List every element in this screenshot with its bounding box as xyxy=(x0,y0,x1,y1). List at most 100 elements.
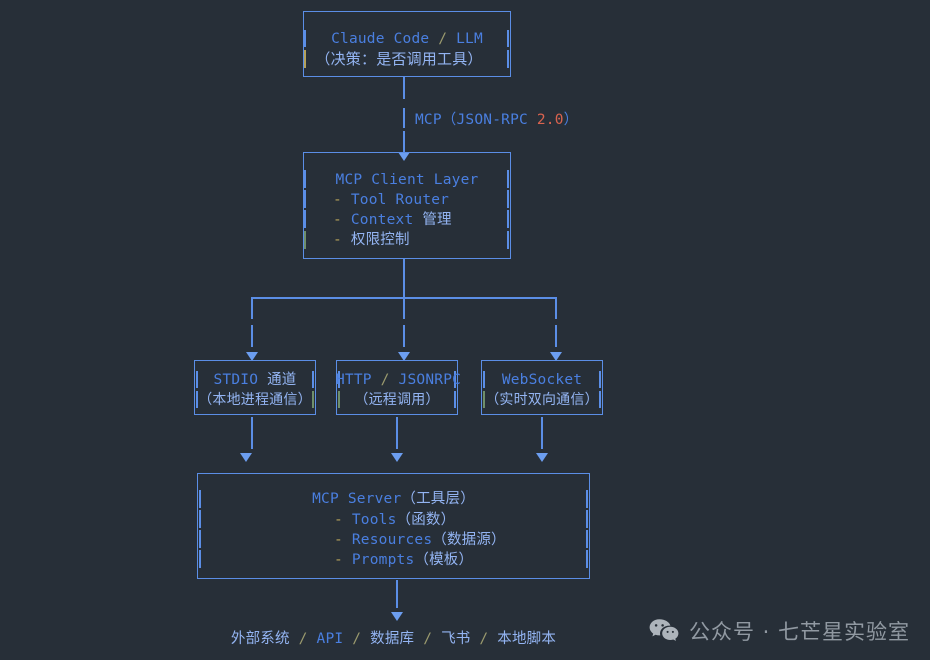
http-subtitle: （远程调用） xyxy=(354,392,440,408)
node-llm-pipe-right-1 xyxy=(507,30,509,47)
server-item-2: - Prompts（模板） xyxy=(334,550,473,570)
external-part-1: API xyxy=(316,631,344,647)
http-title-sep: / xyxy=(380,372,390,388)
server-item-0: - Tools（函数） xyxy=(334,510,455,530)
external-part-3: 飞书 xyxy=(441,631,471,647)
node-llm-subtitle: （决策：是否调用工具） xyxy=(315,50,483,68)
server-item-0-cjk: （函数） xyxy=(396,512,456,528)
stdio-pipe-l1 xyxy=(196,371,198,388)
http-title: HTTP / JSONRPC xyxy=(336,370,461,390)
server-pipe-r1 xyxy=(586,490,588,508)
node-claude-code-llm xyxy=(303,11,511,77)
stdio-pipe-l2 xyxy=(196,391,198,408)
server-title-en: MCP Server xyxy=(312,491,402,507)
fanout-drop-right-a xyxy=(555,297,557,319)
server-item-2-label: Prompts xyxy=(351,552,415,568)
external-part-4: 本地脚本 xyxy=(497,631,557,647)
watermark: 公众号 · 七芒星实验室 xyxy=(649,616,910,646)
server-pipe-r4 xyxy=(586,550,588,568)
server-item-0-bullet: - xyxy=(334,512,343,528)
ws-title: WebSocket xyxy=(501,372,583,388)
protocol-label-suffix: ） xyxy=(563,112,579,128)
server-pipe-l4 xyxy=(199,550,201,568)
stdio-pipe-r1 xyxy=(312,371,314,388)
connector-llm-to-client-seg3 xyxy=(403,131,405,153)
client-pipe-l4 xyxy=(304,231,306,249)
server-item-2-bullet: - xyxy=(334,552,343,568)
stdio-subtitle: （本地进程通信） xyxy=(198,392,312,408)
external-systems: 外部系统 / API / 数据库 / 飞书 / 本地脚本 xyxy=(197,629,590,649)
client-item-1-label: Context xyxy=(350,212,414,228)
client-pipe-l1 xyxy=(304,170,306,188)
http-title-en2: JSONRPC xyxy=(398,372,462,388)
client-item-1: - Context 管理 xyxy=(333,210,452,230)
external-part-0: 外部系统 xyxy=(230,631,290,647)
client-pipe-r1 xyxy=(507,170,509,188)
http-to-server-line xyxy=(396,417,398,449)
server-pipe-l1 xyxy=(199,490,201,508)
server-item-1-bullet: - xyxy=(334,532,343,548)
stdio-to-server-arrow xyxy=(240,453,252,462)
http-pipe-l2 xyxy=(338,391,340,408)
fanout-arrow-mid xyxy=(398,352,410,361)
connector-llm-to-client-arrow xyxy=(398,152,410,161)
client-pipe-r4 xyxy=(507,231,509,249)
fanout-drop-mid-b xyxy=(403,325,405,347)
server-title-cjk: （工具层） xyxy=(401,491,475,507)
fanout-arrow-right xyxy=(550,352,562,361)
watermark-text: 公众号 · 七芒星实验室 xyxy=(688,620,910,644)
node-transport-stdio xyxy=(194,360,316,415)
client-pipe-r2 xyxy=(507,190,509,208)
ws-pipe-r2 xyxy=(599,391,601,408)
fanout-drop-right-b xyxy=(555,325,557,347)
client-title: MCP Client Layer xyxy=(335,172,479,188)
server-item-0-label: Tools xyxy=(351,512,397,528)
client-item-2-bullet: - xyxy=(333,232,342,248)
protocol-label-prefix: MCP（JSON-RPC xyxy=(415,112,528,128)
client-item-2-cjk: 权限控制 xyxy=(350,232,410,248)
node-mcp-server xyxy=(197,473,590,579)
fanout-drop-left-a xyxy=(251,297,253,319)
stdio-title: STDIO 通道 xyxy=(194,370,316,390)
client-pipe-l2 xyxy=(304,190,306,208)
stdio-pipe-r2 xyxy=(312,391,314,408)
http-pipe-r1 xyxy=(454,371,456,388)
stdio-to-server-line xyxy=(251,417,253,449)
fanout-drop-left-b xyxy=(251,325,253,347)
protocol-label: MCP（JSON-RPC 2.0） xyxy=(415,110,578,130)
client-item-0-bullet: - xyxy=(333,192,342,208)
server-item-1-cjk: （数据源） xyxy=(432,532,506,548)
client-pipe-l3 xyxy=(304,210,306,228)
node-llm-pipe-left-1 xyxy=(304,30,306,47)
node-llm-title-main: Claude Code xyxy=(331,31,430,47)
protocol-label-version: 2.0 xyxy=(536,112,564,128)
server-item-2-cjk: （模板） xyxy=(414,552,474,568)
node-llm-title-tail: LLM xyxy=(456,31,483,47)
http-title-en: HTTP xyxy=(336,372,372,388)
fanout-drop-mid-a xyxy=(403,297,405,319)
external-sep-3: / xyxy=(479,631,489,647)
ws-subtitle: （实时双向通信） xyxy=(485,392,599,408)
fanout-arrow-left xyxy=(246,352,258,361)
node-transport-http xyxy=(336,360,458,415)
ws-pipe-l2 xyxy=(483,391,485,408)
ws-pipe-r1 xyxy=(599,371,601,388)
wechat-icon xyxy=(649,618,679,644)
server-pipe-l3 xyxy=(199,530,201,548)
external-sep-0: / xyxy=(298,631,308,647)
ws-to-server-line xyxy=(541,417,543,449)
client-item-2: - 权限控制 xyxy=(333,230,410,250)
server-pipe-r2 xyxy=(586,510,588,528)
server-title: MCP Server（工具层） xyxy=(197,489,590,509)
http-pipe-r2 xyxy=(454,391,456,408)
client-item-1-bullet: - xyxy=(333,212,342,228)
connector-llm-to-client-seg1 xyxy=(403,77,405,99)
fanout-stem xyxy=(403,259,405,297)
node-llm-title: Claude Code / LLM xyxy=(303,29,511,49)
ws-pipe-l1 xyxy=(483,371,485,388)
server-item-1-label: Resources xyxy=(351,532,433,548)
external-sep-2: / xyxy=(423,631,433,647)
server-to-external-arrow xyxy=(391,612,403,621)
server-item-1: - Resources（数据源） xyxy=(334,530,506,550)
